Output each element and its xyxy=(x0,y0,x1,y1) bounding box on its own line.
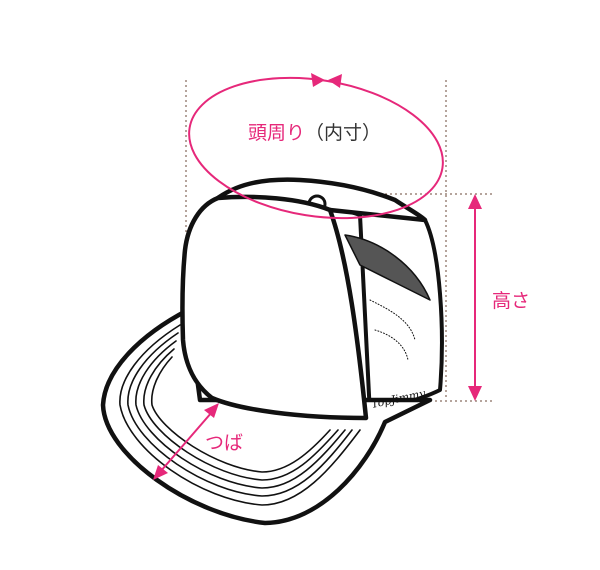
arrow-up-icon xyxy=(468,194,482,209)
arrow-up-right-icon xyxy=(204,403,219,418)
brim-stitching xyxy=(119,324,361,506)
head-circumference-label: 頭周り（内寸） xyxy=(248,118,381,145)
cap-mesh-shade xyxy=(344,234,431,301)
inner-measure-note: （内寸） xyxy=(305,122,382,144)
brim-label: つば xyxy=(205,432,244,454)
arrow-down-left-icon xyxy=(153,465,168,480)
cap-illustration: TopJimmy xyxy=(100,177,444,526)
height-label: 高さ xyxy=(492,290,531,312)
arrowhead-icon xyxy=(328,74,342,88)
arrowhead-icon xyxy=(311,73,325,87)
brim-arrow xyxy=(159,411,213,473)
arrow-down-icon xyxy=(468,386,482,401)
head-circumference-text: 頭周り xyxy=(248,122,306,144)
cap-front-panel xyxy=(180,194,369,421)
head-circumference-ellipse xyxy=(188,76,444,220)
annotations xyxy=(153,73,482,480)
cap-mesh-texture xyxy=(369,299,416,361)
